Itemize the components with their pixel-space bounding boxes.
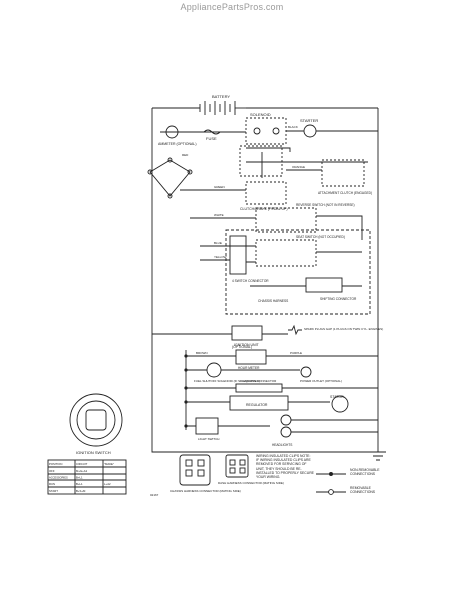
- table-cell: M+G+A1: [76, 469, 88, 473]
- wire-label-yellow: YELLOW: [214, 255, 227, 259]
- ammeter-label: AMMETER (OPTIONAL): [158, 142, 197, 146]
- chassis-harness-label: CHASSIS HARNESS: [258, 299, 288, 303]
- table-cell: OFF: [49, 469, 55, 473]
- table-cell: B+S+M: [76, 489, 86, 493]
- seat-switch-label: SEAT SWITCH (NOT OCCUPIED): [296, 235, 345, 239]
- charging-connector-label: CHARGING CONNECTOR: [240, 379, 277, 383]
- legend-non-removable: NON-REMOVABLE CONNECTIONS: [350, 468, 380, 477]
- chassis-harness-connector-label: CHASSIS HARNESS CONNECTOR (MATING SIDE): [170, 489, 241, 493]
- reverse-switch-label: REVERSE SWITCH (NOT IN REVERSE): [296, 203, 355, 207]
- wire-label-purple: PURPLE: [290, 351, 302, 355]
- table-cell: B+L1: [76, 476, 83, 480]
- wire-label-white: WHITE: [214, 213, 224, 217]
- wire-label-orange: ORANGE: [292, 165, 305, 169]
- fuel-shutoff-label: FUEL SHUTOFF SOLENOID (IF SO EQUIPPED): [194, 379, 260, 383]
- shifting-connector-label: SHIFTING CONNECTOR: [320, 297, 357, 301]
- wire-label-green: GREEN: [214, 185, 225, 189]
- spark-plugs-label: SPARK PLUGS GAP (1 PLUGS ON TWIN CYL. EN…: [304, 327, 383, 331]
- battery-label: BATTERY: [212, 94, 230, 99]
- wire-label-brown: BROWN: [196, 351, 208, 355]
- table-header: CIRCUIT: [76, 462, 88, 466]
- optional-label: (OPTIONAL): [232, 345, 252, 349]
- power-outlet-label: POWER OUTLET (OPTIONAL): [300, 379, 342, 383]
- table-cell: RUN: [49, 482, 55, 486]
- attachment-clutch-label: ATTACHMENT CLUTCH (ENGAGED): [318, 191, 372, 195]
- table-cell: L+A2: [104, 482, 111, 486]
- ignition-unit-label: IGNITION UNIT: [234, 343, 260, 347]
- headlights-label: HEADLIGHTS: [272, 443, 292, 447]
- wire-label-black: BLACK: [288, 125, 298, 129]
- wire-label-red: RED: [182, 153, 189, 157]
- legend-removable: REMOVABLE CONNECTIONS: [350, 486, 376, 495]
- table-header: "MAKE": [104, 462, 114, 466]
- dash-harness-connector-label: DASH HARNESS CONNECTOR (MATING SIDE): [218, 481, 284, 485]
- wire-label-blue: BLUE: [214, 241, 222, 245]
- watermark: AppliancePartsPros.com: [180, 2, 284, 12]
- stator-label: STATOR: [330, 395, 344, 399]
- ignition-switch-title: IGNITION SWITCH: [76, 450, 111, 455]
- clutch-brake-label: CLUTCH/BRAKE (PEDAL UP): [240, 207, 288, 211]
- table-cell: B+L1: [76, 482, 83, 486]
- switch-connector-label: 4 SWITCH CONNECTOR: [232, 279, 269, 283]
- table-cell: START: [49, 489, 58, 493]
- part-number: 02167: [150, 493, 159, 497]
- fuse-label: FUSE: [206, 136, 217, 141]
- table-cell: ACCESSORIES: [49, 476, 68, 480]
- wiring-clips-note: WIRING INSULATED CLIPS NOTE: IF WIRING I…: [256, 454, 314, 480]
- solenoid-label: SOLENOID: [250, 112, 271, 117]
- light-switch-label: LIGHT SWITCH: [198, 437, 219, 441]
- starter-label: STARTER: [300, 118, 318, 123]
- hour-meter-label: HOUR METER: [238, 366, 260, 370]
- table-header: POSITION: [49, 462, 62, 466]
- regulator-label: REGULATOR: [246, 403, 268, 407]
